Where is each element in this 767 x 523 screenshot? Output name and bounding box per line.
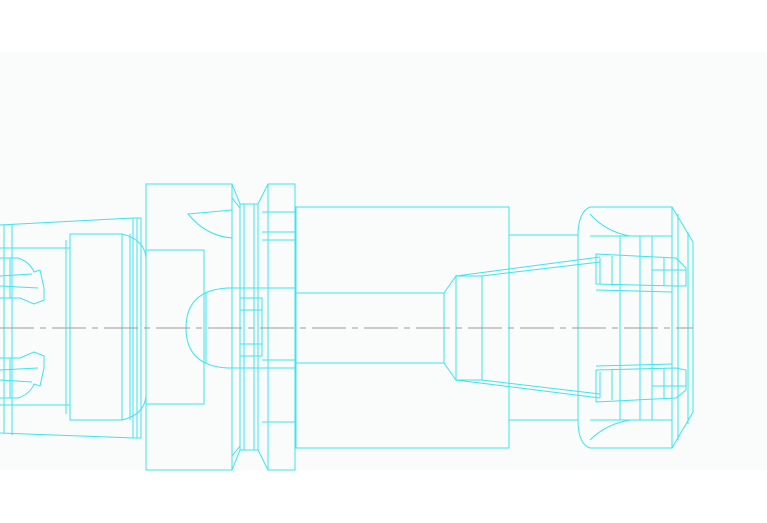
drive-slot-upper	[0, 257, 45, 305]
drive-slot-lower	[0, 351, 45, 399]
collet-slots	[595, 253, 687, 403]
flange-collar	[145, 183, 296, 471]
